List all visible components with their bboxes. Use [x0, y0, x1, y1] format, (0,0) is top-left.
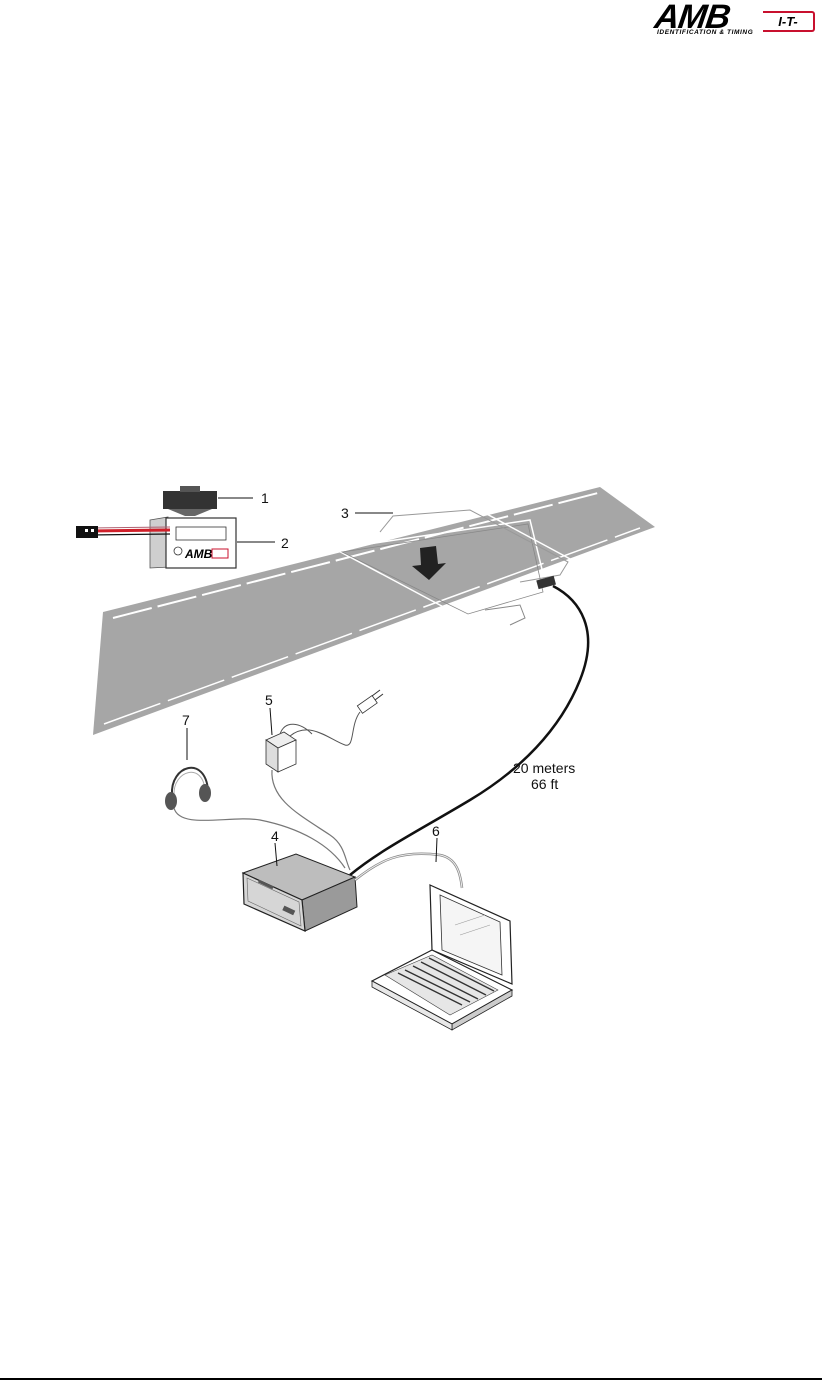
- mains-plug: [357, 690, 383, 713]
- callout-5: 5: [265, 692, 273, 708]
- callout-1: 1: [261, 490, 269, 506]
- decoder-unit: [243, 854, 357, 931]
- callout-line-5: [270, 708, 272, 735]
- logo-it-box: I-T-: [763, 11, 815, 32]
- callout-3: 3: [341, 505, 349, 521]
- logo-tagline: IDENTIFICATION & TIMING: [657, 29, 753, 36]
- amb-logo: AMB I-T- IDENTIFICATION & TIMING: [655, 2, 815, 40]
- loop-cable: [350, 586, 588, 875]
- cable-length-meters: 20 meters: [513, 760, 575, 776]
- callout-2: 2: [281, 535, 289, 551]
- headphones-icon: [165, 768, 345, 868]
- transponder-logo: AMB: [184, 547, 213, 561]
- callout-line-6: [436, 838, 437, 862]
- footer-rule: [0, 1378, 822, 1380]
- cable-length-feet: 66 ft: [531, 776, 558, 792]
- callout-7: 7: [182, 712, 190, 728]
- timing-system-diagram: AMB: [0, 470, 822, 1050]
- callout-4: 4: [271, 828, 279, 844]
- laptop-computer: [372, 885, 512, 1030]
- transponder: AMB: [76, 517, 236, 568]
- callout-6: 6: [432, 823, 440, 839]
- transponder-holder: [163, 486, 217, 516]
- power-supply: [266, 690, 383, 870]
